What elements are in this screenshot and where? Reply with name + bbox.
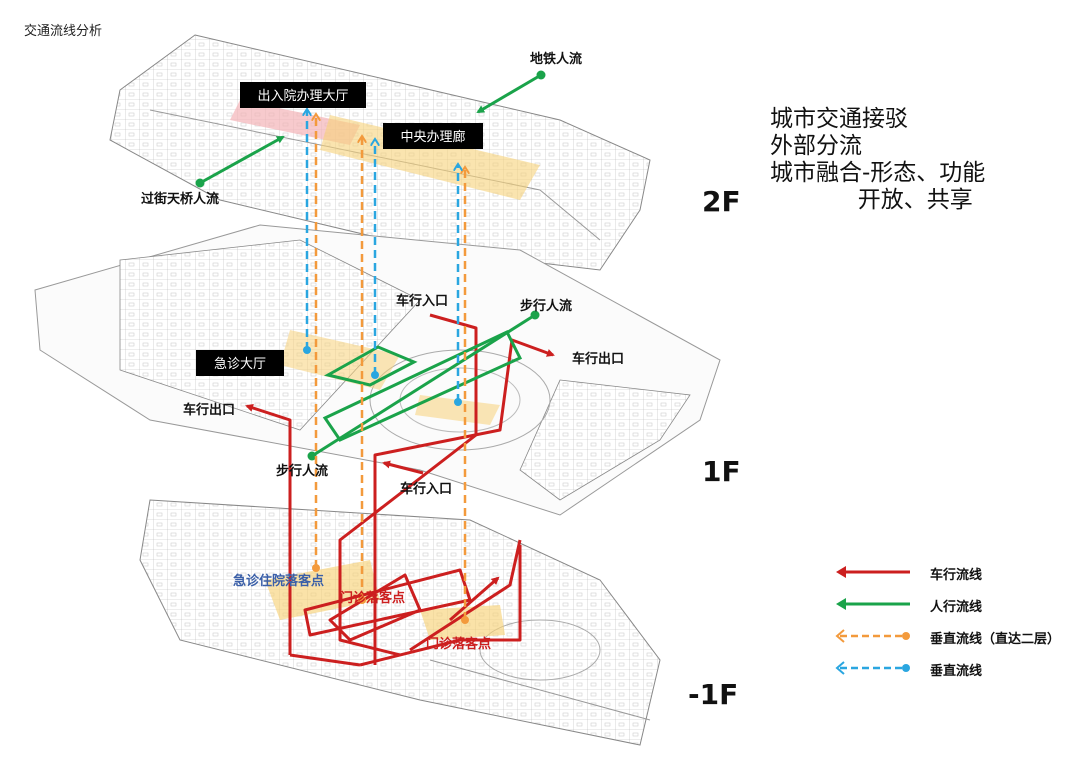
pedestrian-flow-1f-main	[311, 313, 536, 458]
vehicle-flow-b1-c	[359, 545, 522, 667]
legend-item-vehicle: 车行流线	[834, 560, 1074, 592]
floor-label-2f: 2F	[702, 185, 741, 218]
vertical-line-icon	[835, 661, 910, 675]
label-vehicle-exit-right: 车行出口	[572, 351, 624, 367]
pedestrian-flow-metro	[476, 73, 542, 114]
pedestrian-node-metro	[536, 70, 546, 80]
pedestrian-flows	[199, 73, 542, 458]
pedestrian-node-1f-b	[307, 451, 317, 461]
svg-text:急诊大厅: 急诊大厅	[214, 357, 266, 372]
label-vehicle-exit-left: 车行出口	[183, 402, 235, 418]
legend-label: 垂直流线（直达二层）	[930, 632, 1061, 647]
label-emergency-drop-off: 急诊住院落客点	[233, 573, 324, 589]
label-vehicle-entry-top: 车行入口	[396, 293, 448, 309]
legend-label: 车行流线	[930, 568, 983, 583]
pedestrian-node-bridge	[195, 178, 205, 188]
label-outpatient-drop-off-1: 门诊落客点	[340, 590, 405, 606]
legend-item-vertical: 垂直流线	[834, 656, 1074, 688]
label-metro-flow: 地铁人流	[530, 51, 582, 67]
label-emergency-hall: 急诊大厅	[196, 350, 284, 376]
label-vehicle-entry-bottom: 车行入口	[400, 481, 452, 497]
floor-plate-b1	[139, 499, 661, 746]
slogan-line: 城市融合-形态、功能	[770, 160, 986, 186]
slogan: 城市交通接驳 外部分流 城市融合-形态、功能 开放、共享	[770, 106, 985, 214]
vehicle-flows	[245, 313, 555, 667]
vertical-direct-line-icon	[835, 629, 910, 643]
vehicle-flow-1f-entry-top	[338, 313, 478, 657]
vehicle-flow-b1-a	[409, 539, 522, 652]
vehicle-flow-1f-entry-bottom	[382, 460, 424, 475]
pedestrian-flow-bridge	[199, 135, 285, 185]
pedestrian-flow-line-icon	[836, 598, 910, 610]
label-pedestrian-flow-left: 步行人流	[276, 463, 328, 479]
label-pedestrian-flow-right: 步行人流	[520, 298, 572, 314]
vehicle-flow-1f-exit-right	[373, 338, 555, 665]
page-title: 交通流线分析	[24, 24, 103, 39]
pedestrian-flow-1f-inner	[323, 345, 418, 387]
pedestrian-node-1f-a	[530, 310, 540, 320]
slogan-line: 城市交通接驳	[770, 106, 908, 132]
vehicle-flow-b1-b	[449, 576, 500, 622]
legend-label: 垂直流线	[930, 664, 983, 679]
vehicle-flow-line-icon	[836, 566, 910, 578]
vehicle-flow-b1-d	[289, 653, 361, 667]
svg-text:出入院办理大厅: 出入院办理大厅	[257, 89, 348, 104]
label-central-corridor: 中央办理廊	[383, 123, 483, 149]
slogan-line: 开放、共享	[770, 187, 973, 213]
label-bridge-flow: 过街天桥人流	[141, 191, 219, 207]
vehicle-flow-b1-loop-2	[328, 573, 422, 642]
zone-central-corridor	[320, 115, 540, 200]
vertical-flows	[307, 110, 465, 620]
floor-plate-2f	[109, 34, 651, 271]
floor-plate-1f	[34, 224, 721, 516]
floor-label-1f: 1F	[702, 455, 741, 488]
legend: 车行流线 人行流线 垂直流线（直达二层） 垂直流线	[834, 560, 1074, 688]
label-outpatient-drop-off-2: 门诊落客点	[426, 636, 491, 652]
svg-text:中央办理廊: 中央办理廊	[400, 129, 465, 145]
legend-label: 人行流线	[930, 600, 983, 615]
label-admission-hall: 出入院办理大厅	[240, 82, 366, 108]
vehicle-flow-1f-exit-left	[245, 404, 292, 655]
legend-item-pedestrian: 人行流线	[834, 592, 1074, 624]
slogan-line: 外部分流	[770, 133, 862, 159]
floor-label-b1: -1F	[688, 678, 739, 711]
pedestrian-flow-1f-loop	[322, 330, 523, 442]
legend-item-vertical-direct: 垂直流线（直达二层）	[834, 624, 1074, 656]
